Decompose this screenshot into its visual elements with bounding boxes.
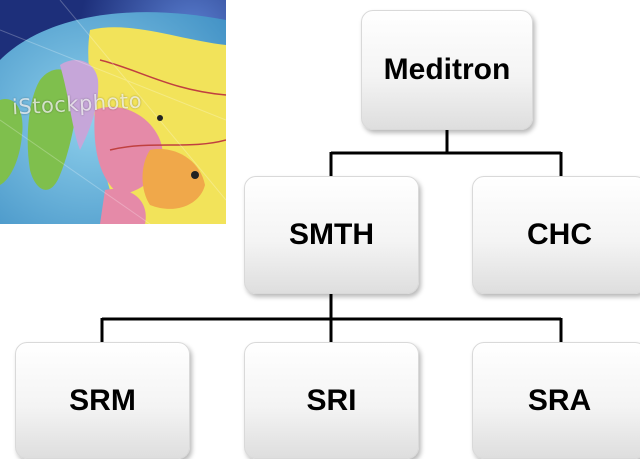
globe-map-image	[0, 0, 226, 224]
node-label: SRI	[306, 383, 357, 417]
node-smth: SMTH	[244, 176, 419, 294]
node-sra: SRA	[472, 342, 640, 459]
node-label: Meditron	[383, 53, 511, 86]
node-label: CHC	[527, 218, 592, 251]
node-srm: SRM	[15, 342, 190, 459]
node-label: SRA	[527, 383, 592, 417]
node-sri: SRI	[244, 342, 419, 459]
globe-photo: iStockphoto	[0, 0, 226, 224]
node-meditron: Meditron	[361, 10, 533, 130]
node-chc: CHC	[472, 176, 640, 294]
node-label: SMTH	[289, 218, 374, 251]
node-label: SRM	[69, 383, 136, 417]
